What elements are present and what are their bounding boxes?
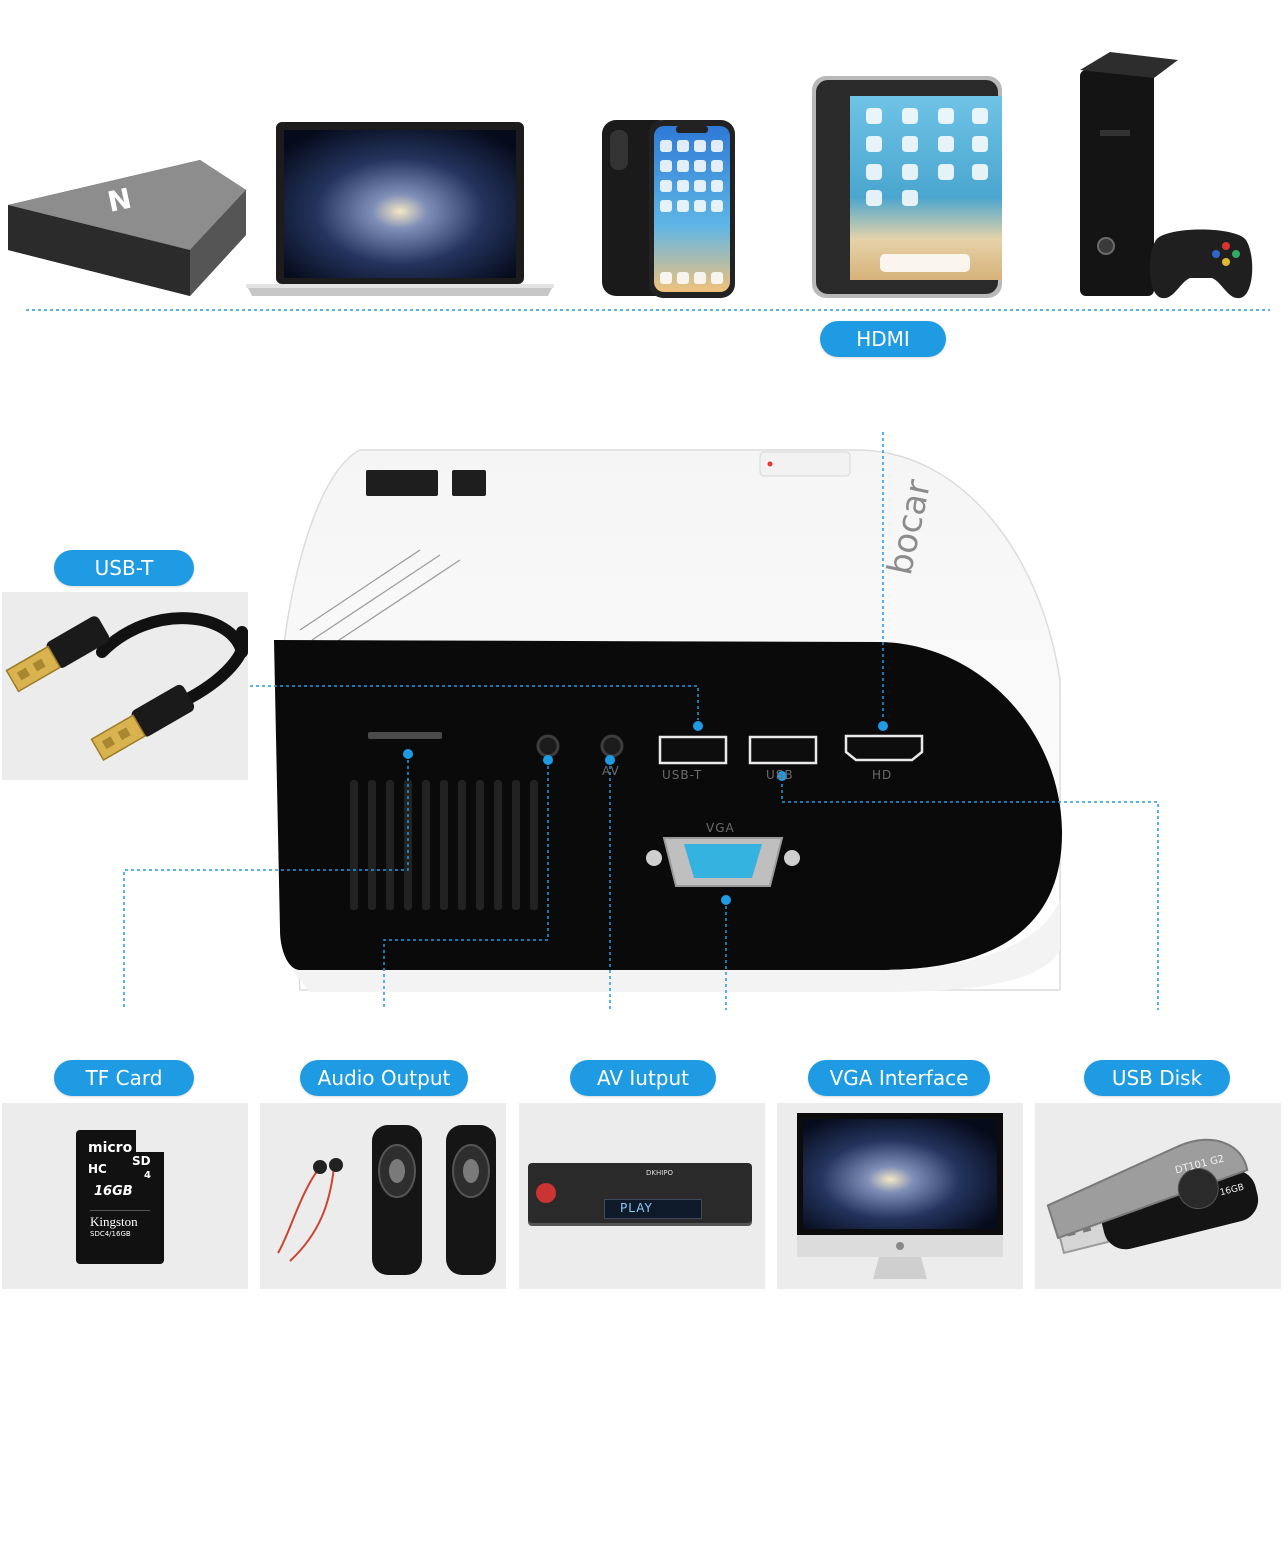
usb-disk-label: USB Disk [1084,1060,1230,1096]
game-console-device [1080,52,1253,299]
usb-cable-image [5,612,248,762]
port-label-av: AV [602,764,620,778]
microsd-card: micro SD HC 4 16GB Kingston SDC4/16GB [76,1130,164,1264]
vga-interface-label: VGA Interface [808,1060,990,1096]
microsd-model: SDC4/16GB [90,1230,131,1238]
audio-output-label: Audio Output [300,1060,468,1096]
speakers-earphones-image [277,1125,496,1275]
projector-image [123,430,1159,1010]
phone-front-device [649,120,735,298]
tablet-device [812,76,1002,298]
usb-stick-image: DT101 G2 16GB [1046,1138,1259,1255]
tf-card-label: TF Card [54,1060,194,1096]
microsd-line2: SD [132,1154,151,1168]
microsd-brand: Kingston [90,1214,138,1229]
port-label-usb: USB [766,768,794,782]
microsd-class: 4 [144,1170,151,1181]
imac-image [797,1113,1003,1279]
av-output-label: AV Iutput [570,1060,716,1096]
usb-t-label: USB-T [54,550,194,586]
microsd-capacity: 16GB [94,1184,133,1199]
port-label-vga: VGA [706,821,735,835]
laptop-device [246,122,554,296]
port-label-hd: HD [872,768,893,782]
tv-box-device: N [8,160,246,296]
microsd-line1: micro [88,1140,133,1156]
port-label-usb-t: USB-T [662,768,703,782]
hdmi-label: HDMI [820,321,946,357]
dvd-display-text: PLAY [620,1201,653,1215]
dvd-player: DKHIPO PLAY [528,1163,752,1223]
dvd-brand: DKHIPO [646,1169,674,1177]
source-devices-row: N [8,52,1270,311]
microsd-line3: HC [88,1162,107,1176]
